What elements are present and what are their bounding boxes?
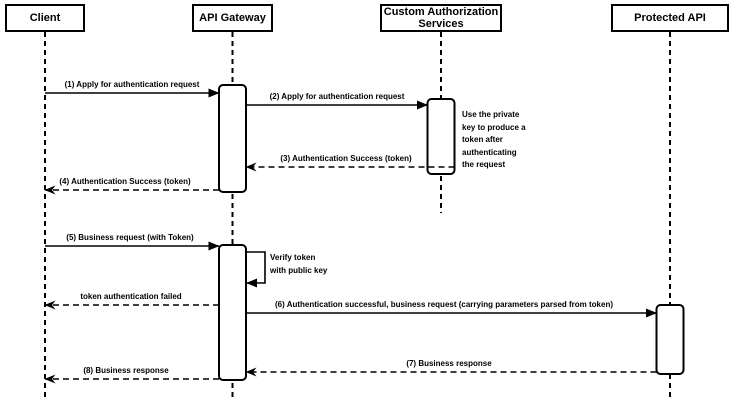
participant-custom-auth-services-label: Custom Authorization Services <box>383 5 499 30</box>
activation-api-gateway-2 <box>218 244 247 381</box>
participant-client: Client <box>5 4 85 32</box>
message-label-7: (6) Authentication successful, business … <box>274 300 614 309</box>
message-label-2: (3) Authentication Success (token) <box>280 154 412 163</box>
activation-protected-api-3 <box>655 304 685 375</box>
activation-custom-auth-services-1 <box>426 98 456 175</box>
message-label-0: (1) Apply for authentication request <box>64 80 200 89</box>
activation-api-gateway-0 <box>218 84 247 193</box>
message-label-9: (8) Business response <box>83 366 169 375</box>
participant-protected-api: Protected API <box>611 4 729 32</box>
message-label-5: Verify token with public key <box>270 253 328 275</box>
message-label-6: token authentication failed <box>80 292 182 301</box>
participant-client-label: Client <box>29 11 61 24</box>
message-label-3: (4) Authentication Success (token) <box>59 177 191 186</box>
participant-api-gateway-label: API Gateway <box>199 11 266 24</box>
message-label-4: (5) Business request (with Token) <box>66 233 194 242</box>
participant-protected-api-label: Protected API <box>634 11 706 24</box>
message-label-8: (7) Business response <box>406 359 492 368</box>
participant-api-gateway: API Gateway <box>192 4 273 32</box>
participant-custom-auth-services: Custom Authorization Services <box>380 4 502 32</box>
message-arrow-5-self-loop <box>246 251 266 288</box>
activation-note: Use the private key to produce a token a… <box>462 110 526 169</box>
message-label-1: (2) Apply for authentication request <box>269 92 405 101</box>
